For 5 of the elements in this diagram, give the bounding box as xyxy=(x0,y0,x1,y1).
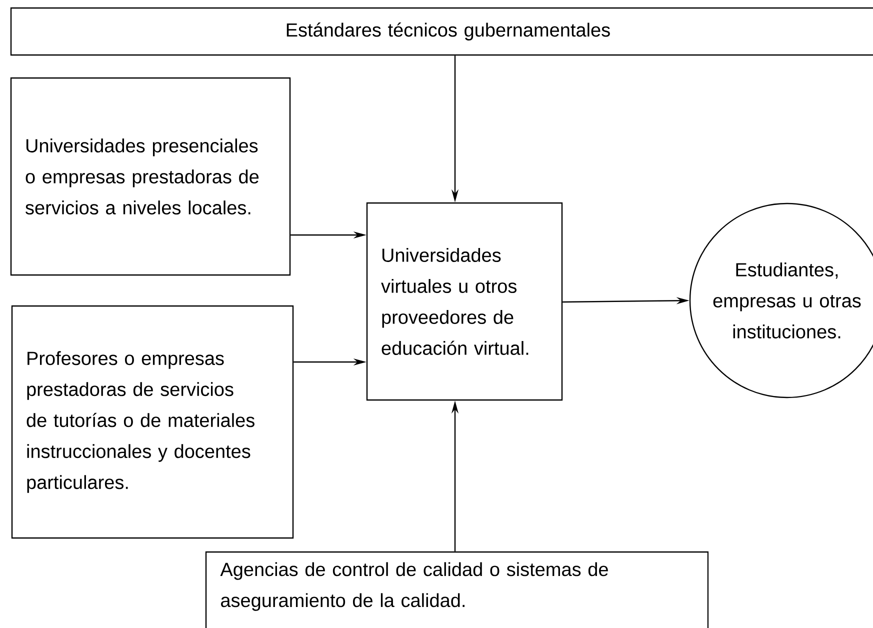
process-box: Profesores o empresas prestadoras de servicios de tutorías o de materiales instruccionales y docentes particulares. xyxy=(11,305,294,539)
process-box: Agencias de control de calidad o sistemas de aseguramiento de la calidad. xyxy=(205,551,709,628)
process-box: Universidades virtuales u otros proveedores de educación virtual. xyxy=(366,202,563,401)
process-box: Universidades presenciales o empresas prestadoras de servicios a niveles locales. xyxy=(10,77,291,276)
process-box: Estándares técnicos gubernamentales xyxy=(10,7,873,56)
